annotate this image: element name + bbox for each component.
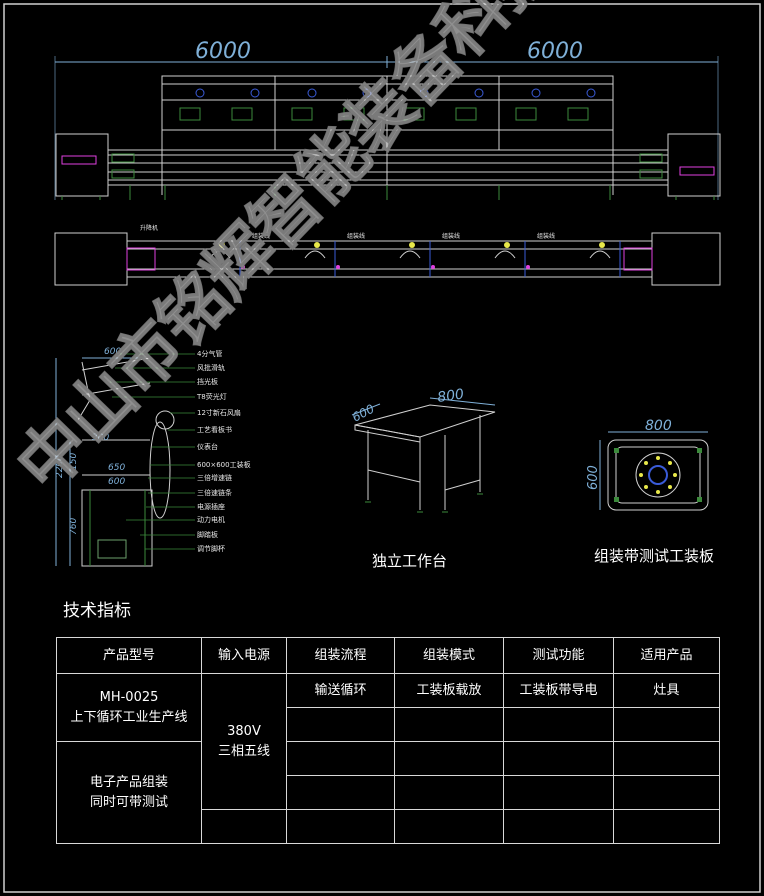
table-cell: [503, 741, 614, 776]
table-row: [57, 809, 720, 844]
side-view-label: 12寸新石风扇: [197, 408, 241, 417]
table-cell: 工装板带导电: [503, 673, 614, 708]
table-cell: [503, 707, 614, 742]
table-row: [57, 707, 720, 742]
plan-tag-4: 组装线: [537, 232, 555, 240]
side-view-label: 挡光板: [197, 377, 218, 386]
model-line-1: MH-0025: [99, 689, 159, 705]
plan-tag-1: 组装线: [252, 232, 270, 240]
side-view-label: 动力电机: [197, 515, 225, 524]
table-cell: [286, 741, 395, 776]
dim-side-base: 760: [69, 518, 79, 535]
note-line-2: 同时可带测试: [89, 794, 168, 810]
note-line-1: 电子产品组装: [89, 774, 168, 790]
side-view-label: 4分气管: [197, 349, 222, 358]
table-cell: 工装板载放: [394, 673, 504, 708]
dim-side-seat: 150: [69, 453, 79, 470]
side-view-label: 三倍增速链: [197, 473, 232, 482]
plan-tag-left: 升降机: [140, 224, 158, 232]
plan-tag-2: 组装线: [347, 232, 365, 240]
plan-tags: 升降机 组装线 组装线 组装线 组装线: [140, 224, 555, 240]
table-row: [57, 775, 720, 810]
table-cell: [201, 809, 287, 844]
side-view-label: 电源插座: [197, 502, 225, 511]
specs-title: 技术指标: [63, 601, 131, 621]
outer-frame: [3, 3, 761, 893]
header-cell: 测试功能: [503, 637, 614, 674]
table-cell: [394, 775, 504, 810]
table-cell: [613, 741, 720, 776]
table-cell: [613, 809, 720, 844]
table-cell: [503, 775, 614, 810]
elevation-view: [54, 56, 721, 200]
table-cell: [394, 741, 504, 776]
table-cell: [286, 707, 395, 742]
table-cell: [394, 707, 504, 742]
table-header-row: 产品型号 输入电源 组装流程 组装模式 测试功能 适用产品: [56, 637, 720, 674]
dimension-texts: 6000 6000 600 300 650 600 2200 150 760 8…: [55, 39, 672, 535]
table-cell: [286, 809, 395, 844]
dim-board-depth: 600: [586, 465, 601, 490]
dim-bench-depth: 600: [350, 401, 377, 424]
side-view-label: 调节脚杯: [197, 544, 225, 553]
dim-top-left: 6000: [195, 39, 251, 64]
table-cell: [394, 809, 504, 844]
side-view-label: 三倍速链条: [197, 488, 232, 497]
header-cell: 组装模式: [394, 637, 504, 674]
spec-table: 产品型号 输入电源 组装流程 组装模式 测试功能 适用产品 MH-0025 上下…: [56, 637, 720, 844]
header-cell: 适用产品: [613, 637, 720, 674]
test-board-view: [599, 431, 709, 511]
table-row: 电子产品组装 同时可带测试: [56, 741, 720, 844]
power-cell: 380V 三相五线: [201, 673, 287, 810]
side-view: [55, 353, 195, 567]
note-cell: 电子产品组装 同时可带测试: [56, 741, 202, 844]
side-view-label: T8荧光灯: [196, 392, 227, 401]
table-cell: [613, 707, 720, 742]
plan-tag-3: 组装线: [442, 232, 460, 240]
dim-side-mid-3: 600: [108, 477, 125, 487]
model-cell: MH-0025 上下循环工业生产线: [56, 673, 202, 742]
dim-board-len: 800: [645, 418, 672, 434]
side-view-label: 仪表台: [197, 442, 218, 451]
dim-side-width: 600: [104, 347, 121, 357]
dim-side-height: 2200: [55, 455, 65, 478]
header-cell: 组装流程: [286, 637, 395, 674]
header-cell: 输入电源: [201, 637, 287, 674]
side-view-label: 工艺看板书: [197, 425, 232, 434]
dim-top-right: 6000: [527, 39, 583, 64]
board-caption: 组装带测试工装板: [594, 547, 715, 565]
power-line-2: 三相五线: [217, 743, 270, 759]
bench-caption: 独立工作台: [372, 552, 448, 570]
table-cell: [613, 775, 720, 810]
power-line-1: 380V: [227, 723, 261, 739]
dim-bench-len: 800: [436, 386, 465, 406]
table-cell: [503, 809, 614, 844]
dim-side-mid-1: 300: [92, 433, 109, 443]
table-cell: 输送循环: [286, 673, 395, 708]
header-cell: 产品型号: [56, 637, 202, 674]
side-view-label: 风批滑轨: [197, 363, 225, 372]
side-view-label: 脚踏板: [197, 530, 218, 539]
dim-side-mid-2: 650: [108, 463, 125, 473]
side-view-label: 600×600工装板: [197, 460, 251, 469]
model-line-2: 上下循环工业生产线: [70, 709, 188, 725]
plan-view: [54, 232, 721, 286]
table-cell: [286, 775, 395, 810]
table-row: MH-0025 上下循环工业生产线 380V 三相五线 输送循环 工装板载放 工…: [56, 673, 720, 810]
bench-view: [351, 397, 496, 513]
table-cell: 灶具: [613, 673, 720, 708]
